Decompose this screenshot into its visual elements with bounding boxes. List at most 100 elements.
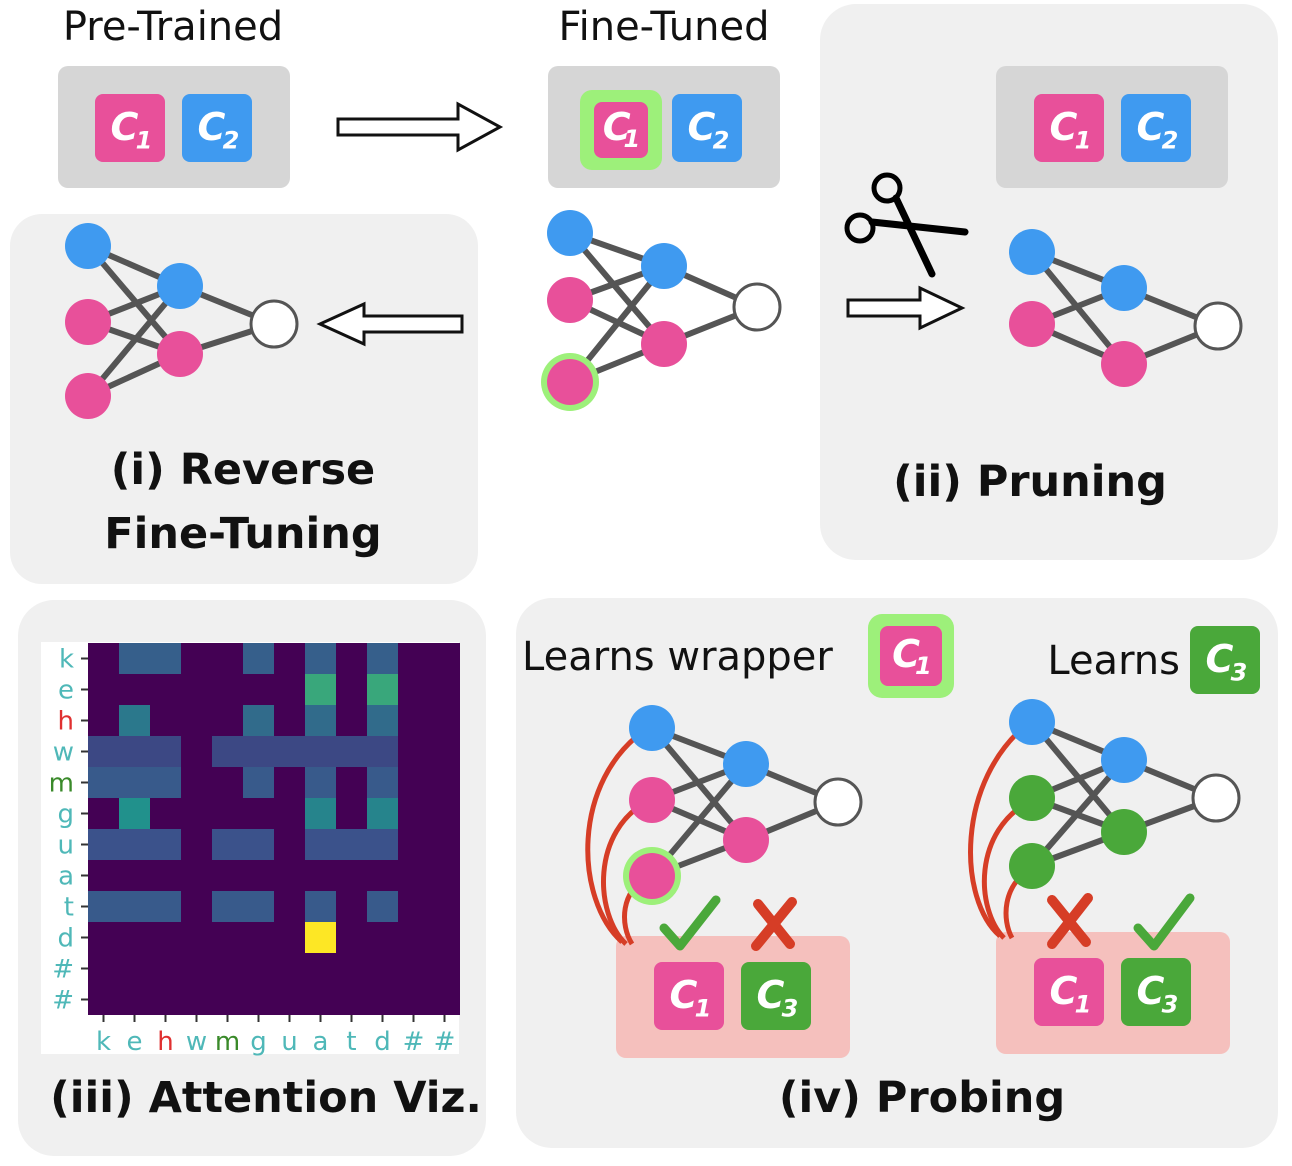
x-tick-label: h — [157, 1027, 173, 1057]
heatmap-cell — [88, 736, 119, 767]
chip-subscript: 1 — [623, 125, 640, 153]
hidden-neuron — [1101, 737, 1147, 783]
capability-chip-c2: C2 — [182, 94, 252, 162]
heatmap-cell — [336, 829, 367, 860]
input-neuron — [629, 705, 675, 751]
chip-letter: C — [603, 105, 631, 149]
x-tick-label: k — [96, 1027, 111, 1057]
input-neuron — [1009, 699, 1055, 745]
hidden-neuron — [157, 263, 203, 309]
x-tick-label: u — [281, 1027, 297, 1057]
probe-box-right — [996, 932, 1230, 1054]
chip-letter: C — [1049, 105, 1077, 149]
heatmap-cell — [150, 767, 181, 798]
output-neuron — [1193, 301, 1243, 351]
capability-chip-c1: C1 — [594, 102, 648, 158]
x-tick-label: m — [215, 1027, 240, 1057]
y-tick-label: # — [52, 955, 74, 985]
chip-letter: C — [687, 105, 715, 149]
heatmap-cell — [243, 767, 274, 798]
chip-subscript: 1 — [915, 652, 932, 680]
heatmap-cell — [274, 736, 305, 767]
capability-chip-c1: C1 — [880, 626, 942, 686]
x-tick-label: g — [250, 1027, 267, 1057]
x-tick-label: w — [186, 1027, 207, 1057]
capability-chip-c1: C1 — [654, 962, 724, 1030]
y-tick-label: m — [49, 769, 74, 799]
heatmap-cell — [212, 891, 243, 922]
heatmap-cell — [367, 891, 398, 922]
pruning-caption: (ii) Pruning — [893, 457, 1167, 507]
output-neuron — [1191, 773, 1241, 823]
heatmap-cell — [119, 736, 150, 767]
hidden-neuron — [1101, 341, 1147, 387]
x-tick-label: # — [403, 1027, 425, 1057]
hidden-neuron — [1101, 809, 1147, 855]
y-tick-label: e — [58, 676, 74, 706]
input-neuron — [65, 223, 111, 269]
input-neuron — [547, 359, 593, 405]
heatmap-cell — [212, 736, 243, 767]
check-icon — [1133, 893, 1195, 951]
y-tick-label: t — [64, 893, 74, 923]
input-neuron — [1009, 301, 1055, 347]
input-neuron — [1009, 843, 1055, 889]
arrow-prune — [846, 285, 966, 331]
chip-subscript: 1 — [695, 994, 712, 1022]
chip-letter: C — [892, 632, 920, 676]
input-neuron — [1009, 229, 1055, 275]
output-neuron — [732, 282, 782, 332]
x-tick-label: a — [313, 1027, 329, 1057]
y-tick-label: g — [57, 800, 74, 830]
x-tick-label: # — [434, 1027, 456, 1057]
heatmap-cell — [367, 705, 398, 736]
heatmap-cell — [119, 798, 150, 829]
heatmap-cell — [305, 705, 336, 736]
heatmap-cell — [150, 643, 181, 674]
input-neuron — [629, 777, 675, 823]
chip-letter: C — [110, 105, 138, 149]
chip-subscript: 1 — [1075, 990, 1092, 1018]
x-tick-label: d — [374, 1027, 391, 1057]
chip-letter: C — [1205, 637, 1233, 681]
probing-network-left — [623, 705, 863, 905]
capability-chip-c2: C2 — [672, 94, 742, 162]
pretrained-capability-box — [58, 66, 290, 188]
scissors-icon — [844, 172, 969, 278]
chip-subscript: 3 — [1162, 990, 1179, 1018]
chip-subscript: 2 — [713, 126, 730, 154]
heatmap-cell — [243, 705, 274, 736]
heatmap-cell — [367, 736, 398, 767]
chip-letter: C — [1049, 969, 1077, 1013]
y-tick-label: k — [59, 645, 74, 675]
heatmap-cell — [119, 891, 150, 922]
cross-icon — [1047, 893, 1093, 949]
heatmap-cell — [305, 922, 336, 953]
reverse-caption-line2: Fine-Tuning — [104, 509, 381, 559]
hidden-neuron — [641, 321, 687, 367]
check-icon — [659, 895, 721, 951]
probing-caption: (iv) Probing — [779, 1073, 1065, 1123]
input-neuron — [629, 853, 675, 899]
heatmap-cell — [88, 829, 119, 860]
heatmap-cell — [119, 829, 150, 860]
heatmap-cell — [305, 736, 336, 767]
heatmap-cell — [88, 891, 119, 922]
chip-subscript: 3 — [1231, 658, 1248, 686]
chip-letter: C — [1136, 105, 1164, 149]
heatmap-cell — [305, 643, 336, 674]
heatmap-cell — [367, 674, 398, 705]
probing-network-right — [1009, 699, 1241, 889]
heatmap-cell — [212, 829, 243, 860]
heatmap-cell — [367, 798, 398, 829]
chip-letter: C — [1136, 969, 1164, 1013]
output-neuron — [249, 299, 299, 349]
hidden-neuron — [1101, 265, 1147, 311]
heatmap-cell — [305, 674, 336, 705]
heatmap-cell — [150, 829, 181, 860]
reverse-network — [65, 223, 299, 419]
pruned-capability-box — [996, 66, 1228, 188]
y-tick-label: a — [58, 862, 74, 892]
